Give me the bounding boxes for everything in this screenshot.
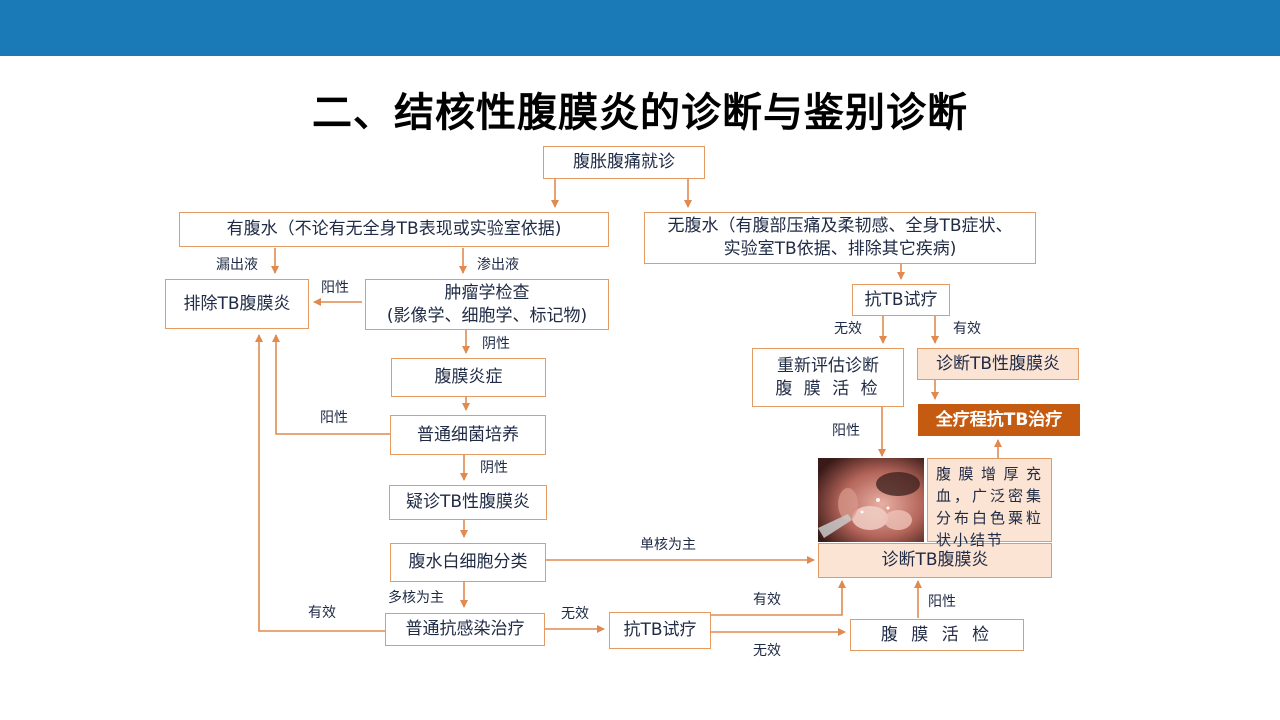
- top-banner: [0, 0, 1280, 56]
- label-positive-culture: 阳性: [320, 410, 348, 426]
- node-diagnose-tb-top: 诊断TB性腹膜炎: [917, 348, 1079, 380]
- arrow-culture-to-exclude: [272, 334, 390, 435]
- node-peritoneal-biopsy-bottom: 腹 膜 活 检: [850, 619, 1024, 651]
- label-ineffective-infect: 无效: [561, 606, 589, 622]
- label-mononuclear: 单核为主: [640, 537, 696, 553]
- node-exclude-tb-peritonitis: 排除TB腹膜炎: [165, 279, 309, 329]
- node-suspected-tb-peritonitis: 疑诊TB性腹膜炎: [389, 485, 547, 520]
- node-abdominal-pain-visit: 腹胀腹痛就诊: [543, 146, 705, 179]
- node-tumor-examination: 肿瘤学检查(影像学、细胞学、标记物): [365, 279, 609, 330]
- slide-title: 二、结核性腹膜炎的诊断与鉴别诊断: [312, 90, 968, 136]
- label-effective-trial-bottom: 有效: [753, 592, 781, 608]
- label-exudate: 渗出液: [477, 257, 519, 273]
- label-transudate: 漏出液: [216, 257, 258, 273]
- node-ascites-wbc-classification: 腹水白细胞分类: [390, 543, 546, 582]
- label-ineffective-trial-bottom: 无效: [753, 643, 781, 659]
- node-anti-infection-therapy: 普通抗感染治疗: [385, 613, 545, 646]
- label-effective-trial-top: 有效: [953, 321, 981, 337]
- label-ineffective-trial-top: 无效: [834, 321, 862, 337]
- node-reassess-diagnosis: 重新评估诊断腹 膜 活 检: [752, 348, 904, 407]
- label-negative-culture: 阴性: [480, 460, 508, 476]
- label-positive-reassess: 阳性: [832, 423, 860, 439]
- node-full-course-anti-tb-treatment: 全疗程抗TB治疗: [918, 404, 1080, 436]
- node-diagnose-tb-mid: 诊断TB腹膜炎: [818, 543, 1052, 578]
- node-peritonitis: 腹膜炎症: [391, 358, 546, 397]
- label-positive-tumor: 阳性: [321, 280, 349, 296]
- label-effective-infect: 有效: [308, 605, 336, 621]
- node-with-ascites: 有腹水（不论有无全身TB表现或实验室依据): [179, 212, 609, 247]
- arrow-anti-infect-to-exclude: [255, 334, 385, 632]
- node-bacterial-culture: 普通细菌培养: [390, 415, 546, 455]
- node-anti-tb-trial-top: 抗TB试疗: [852, 284, 950, 316]
- finding-description-note: 腹膜增厚充血，广泛密集分布白色粟粒状小结节: [927, 458, 1052, 549]
- node-anti-tb-trial-bottom: 抗TB试疗: [609, 612, 711, 649]
- node-without-ascites: 无腹水（有腹部压痛及柔韧感、全身TB症状、实验室TB依据、排除其它疾病): [644, 212, 1036, 264]
- arrow-trial-to-diagnose: [711, 580, 846, 616]
- label-polynuclear: 多核为主: [388, 590, 444, 606]
- label-positive-biopsy-bottom: 阳性: [928, 594, 956, 610]
- laparoscopy-photo: [818, 458, 924, 542]
- label-negative-tumor: 阴性: [482, 336, 510, 352]
